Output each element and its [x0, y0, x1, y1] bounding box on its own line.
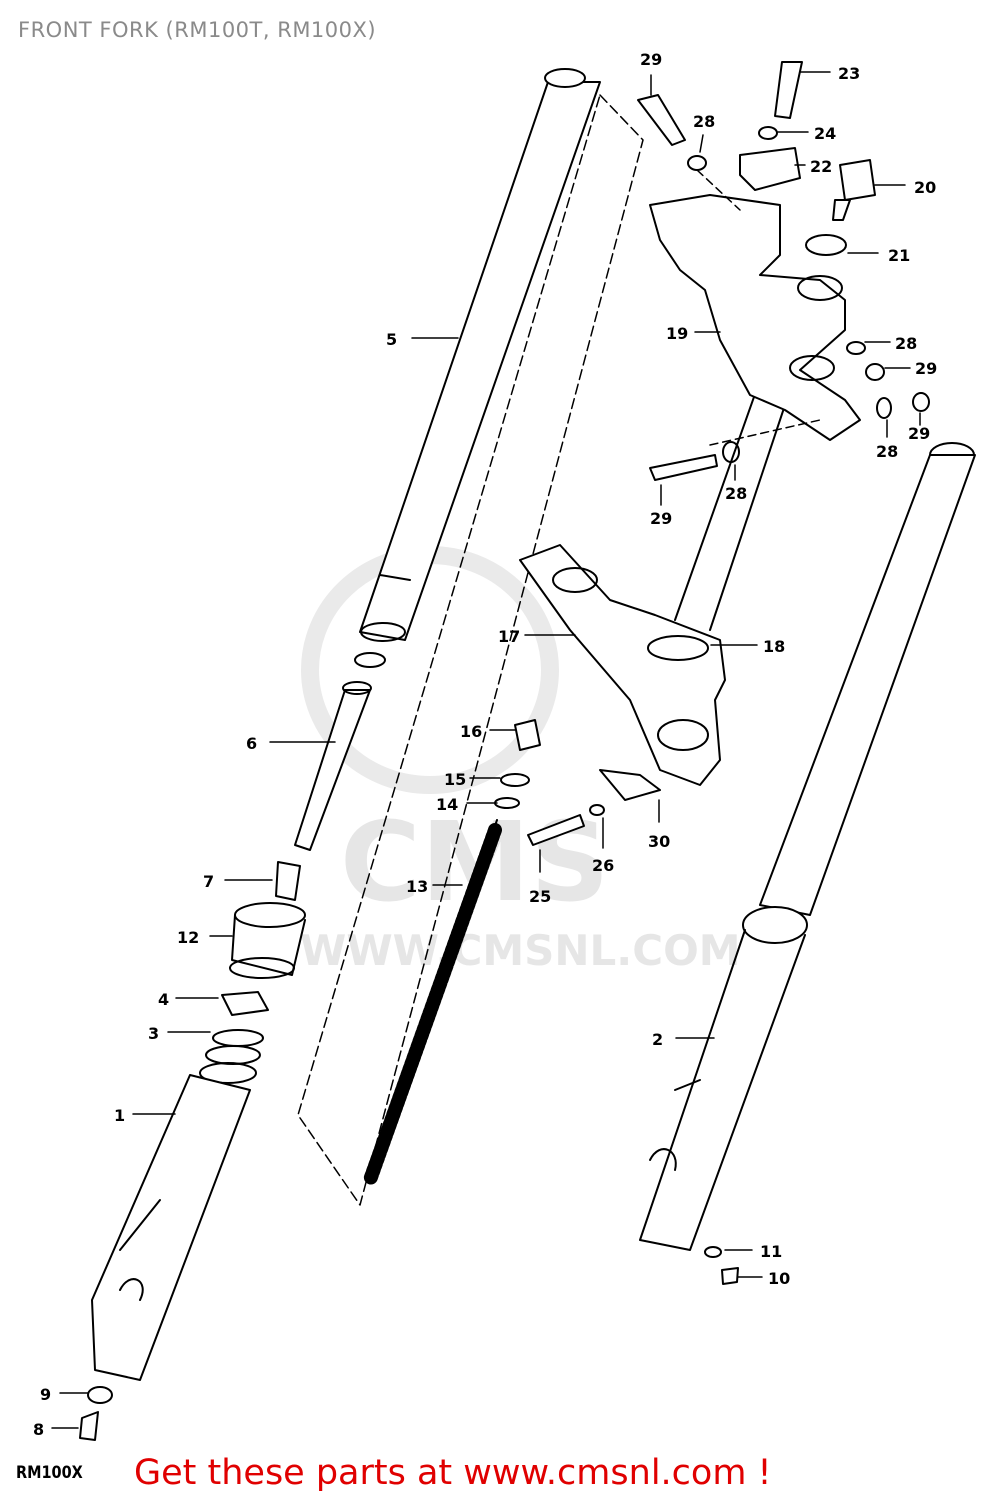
callout-28: 28: [725, 484, 747, 503]
callout-30: 30: [648, 832, 670, 851]
watermark-url: WWW.CMSNL.COM: [300, 926, 741, 975]
callout-14: 14: [436, 795, 458, 814]
part-25-bolt: [527, 814, 585, 846]
lower-bracket: [519, 379, 791, 786]
callout-26: 26: [592, 856, 614, 875]
part-28-washer-right2: [876, 397, 892, 419]
callout-28: 28: [895, 334, 917, 353]
part-29-bolt-top: [637, 94, 686, 146]
callout-23: 23: [838, 64, 860, 83]
callout-16: 16: [460, 722, 482, 741]
outer-tube-left: [91, 1074, 251, 1381]
callout-18: 18: [763, 637, 785, 656]
leader-lines: [51, 71, 921, 1429]
callout-19: 19: [666, 324, 688, 343]
upper-bracket: [649, 194, 861, 441]
callout-2: 2: [652, 1030, 663, 1049]
tube-outline: [297, 94, 644, 1206]
callout-11: 11: [760, 1242, 782, 1261]
part-20-bolt: [839, 159, 876, 201]
callout-22: 22: [810, 157, 832, 176]
promo-link[interactable]: Get these parts at www.cmsnl.com !: [134, 1453, 772, 1493]
part-28-washer-mid: [722, 441, 740, 463]
part-30-clamp: [599, 769, 661, 801]
part-4-piece: [221, 991, 269, 1016]
callout-21: 21: [888, 246, 910, 265]
callout-8: 8: [33, 1420, 44, 1439]
callout-1: 1: [114, 1106, 125, 1125]
part-16-bolt: [514, 719, 541, 751]
callout-17: 17: [498, 627, 520, 646]
callout-10: 10: [768, 1269, 790, 1288]
callout-15: 15: [444, 770, 466, 789]
part-29-bolt-mid: [649, 454, 718, 481]
part-3-clip: [199, 1029, 264, 1084]
part-29-nut-right2: [912, 392, 930, 412]
part-28-washer-top: [687, 155, 707, 171]
callout-29: 29: [640, 50, 662, 69]
part-15-oring: [500, 773, 530, 787]
part-21-nut: [805, 234, 847, 256]
callout-labels: 29 23 28 24 22 20 21 19 28 29 28 29 28 2…: [33, 50, 937, 1439]
part-11-washer: [704, 1246, 722, 1258]
damper-rod: [294, 652, 386, 851]
part-10-screw: [721, 1267, 739, 1285]
diagram-title: FRONT FORK (RM100T, RM100X): [18, 18, 377, 42]
part-28-washer-right: [846, 341, 866, 355]
callout-29: 29: [908, 424, 930, 443]
model-code: RM100X: [16, 1463, 83, 1483]
callout-29: 29: [915, 359, 937, 378]
callout-20: 20: [914, 178, 936, 197]
callout-28: 28: [876, 442, 898, 461]
callout-7: 7: [203, 872, 214, 891]
callout-9: 9: [40, 1385, 51, 1404]
callout-6: 6: [246, 734, 257, 753]
part-23-bolt: [774, 61, 803, 119]
callout-4: 4: [158, 990, 169, 1009]
part-22-holder: [739, 147, 801, 191]
part-26-washer: [589, 804, 605, 816]
inner-tube-left: [359, 68, 601, 642]
callout-12: 12: [177, 928, 199, 947]
part-8-bolt: [79, 1411, 99, 1441]
callout-28: 28: [693, 112, 715, 131]
part-29-nut-right: [865, 363, 885, 381]
part-9-washer: [87, 1386, 113, 1404]
oil-lock-piece: [229, 902, 306, 979]
callout-3: 3: [148, 1024, 159, 1043]
callout-25: 25: [529, 887, 551, 906]
part-24-washer: [758, 126, 778, 140]
callout-24: 24: [814, 124, 836, 143]
callout-29: 29: [650, 509, 672, 528]
fork-leg-right: [639, 442, 976, 1251]
part-7-piece: [275, 861, 301, 901]
callout-5: 5: [386, 330, 397, 349]
callout-13: 13: [406, 877, 428, 896]
fork-spring: [363, 819, 502, 1187]
